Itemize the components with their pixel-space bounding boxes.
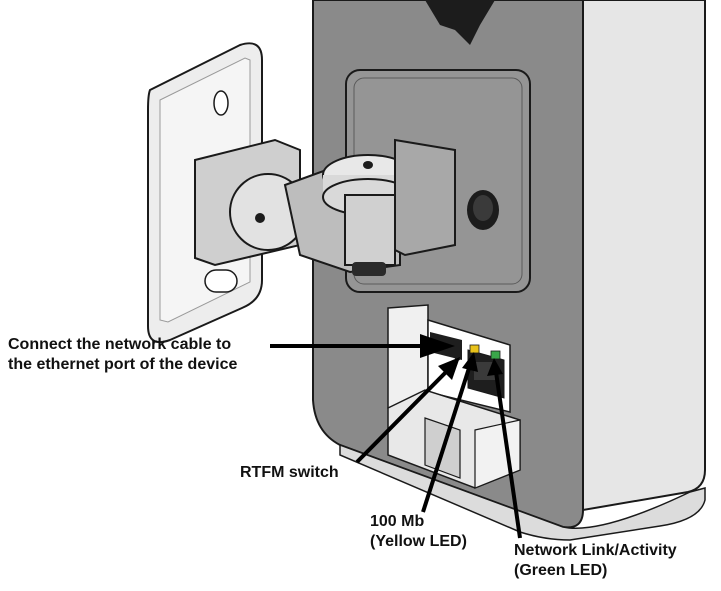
led-100mb-label-line1: 100 Mb [370, 513, 425, 530]
rtfm-switch-label: RTFM switch [240, 463, 339, 483]
device-top-cutout [425, 0, 495, 45]
network-cable-label-line1: Connect the network cable to [8, 336, 232, 353]
callout-arrows [270, 334, 522, 539]
network-cable-label: Connect the network cable to the etherne… [8, 335, 237, 375]
hex-screw [467, 190, 499, 230]
led-100mb-label: 100 Mb (Yellow LED) [370, 512, 467, 552]
green-led [490, 350, 501, 360]
network-cable-arrowhead [420, 334, 455, 358]
rtfm-arrow [355, 366, 452, 464]
rtfm-switch-label-text: RTFM switch [240, 464, 339, 481]
led-link-label-line1: Network Link/Activity [514, 542, 677, 559]
led-link-arrowhead [487, 358, 503, 376]
network-cable-label-line2: the ethernet port of the device [8, 356, 238, 373]
yellow-led [469, 344, 480, 354]
led-100mb-label-line2: (Yellow LED) [370, 533, 467, 550]
led-100mb-arrowhead [462, 352, 478, 372]
device-bottom-ledge [339, 443, 706, 541]
device-side-face [582, 0, 706, 512]
swivel-arm [194, 138, 456, 276]
rtfm-arrowhead [438, 357, 460, 380]
led-100mb-arrow [421, 364, 472, 513]
led-link-label-line2: (Green LED) [514, 562, 608, 579]
led-link-label: Network Link/Activity (Green LED) [514, 541, 677, 581]
led-link-arrow [494, 371, 522, 539]
